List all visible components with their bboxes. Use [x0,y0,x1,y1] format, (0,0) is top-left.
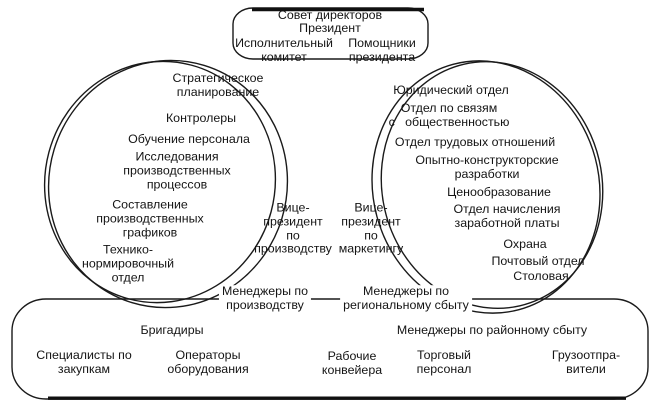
security-label: Охрана [503,237,547,252]
managers-production-label: Менеджеры по производству [218,284,312,313]
conveyor-workers-label: Рабочие конвейера [321,349,383,377]
rnd-label: Опытно-конструкторские разработки [415,153,559,181]
staff-training-label: Обучение персонала [128,132,250,147]
left-ellipse-shape [43,59,289,309]
president-label: Президент [299,21,361,36]
strategic-planning-label: Стратегическое планирование [172,71,264,99]
managers-district-label: Менеджеры по районному сбыту [396,323,588,338]
equipment-operators-label: Операторы оборудования [167,348,249,376]
norming-dept-label: Технико- нормировочный отдел [81,242,175,284]
production-scheduling-label: Составление производственных графиков [96,197,204,239]
controllers-label: Контролеры [165,111,237,126]
president-assistants-label: Помощники президента [348,36,416,64]
right-ellipse-shape [371,60,604,314]
legal-dept-label: Юридический отдел [393,83,509,98]
vp-marketing-label: Вице- президент по маркетингу [338,200,404,256]
process-research-label: Исследования производственных процессов [123,149,231,191]
purchasing-specialists-label: Специалисты по закупкам [36,348,132,376]
labor-relations-label: Отдел трудовых отношений [394,135,556,150]
board-of-directors-label: Совет директоров [277,8,383,23]
sales-staff-label: Торговый персонал [416,348,472,376]
shippers-label: Грузоотпра- вители [551,348,621,376]
foremen-label: Бригадиры [140,323,204,338]
mail-dept-label: Почтовый отдел [491,254,585,269]
payroll-label: Отдел начисления заработной платы [453,202,561,230]
public-relations-label: Отдел по связям с общественностью [388,101,510,129]
vp-production-label: Вице- президент по производству [254,200,332,256]
managers-regional-label: Менеджеры по региональному сбыту [340,284,472,313]
canteen-label: Столовая [513,269,569,284]
executive-committee-label: Исполнительный комитет [235,36,333,64]
pricing-label: Ценообразование [447,185,551,200]
